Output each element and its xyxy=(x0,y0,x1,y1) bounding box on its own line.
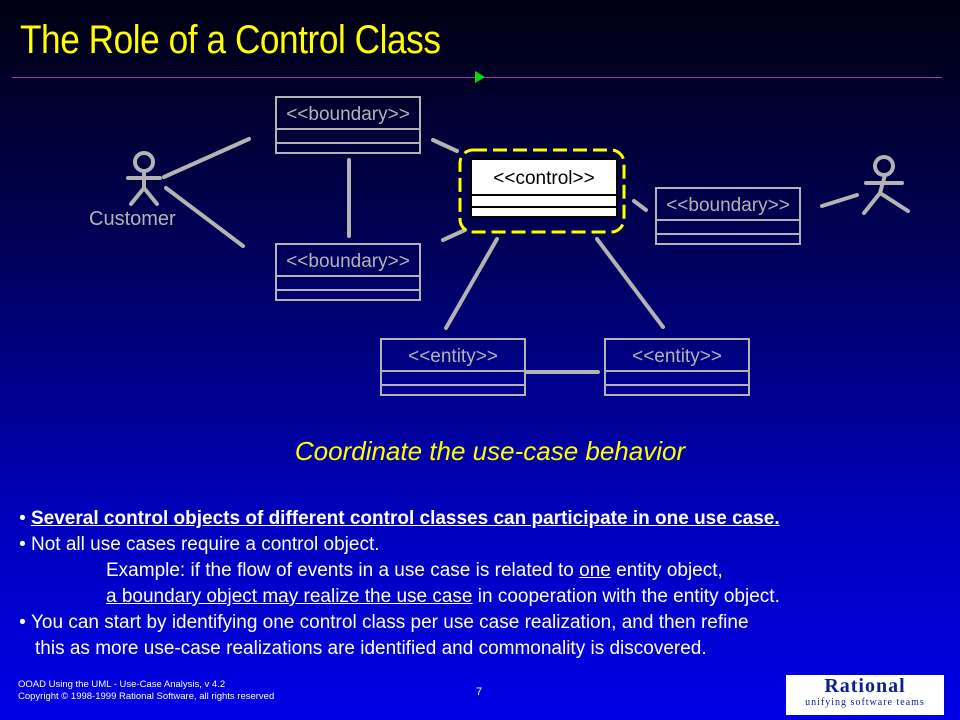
boundary-class-top-label: <<boundary>> xyxy=(286,104,410,125)
bullet-2-example-line1: Example: if the flow of events in a use … xyxy=(106,560,723,581)
bullet-1-text: Several control objects of different con… xyxy=(31,508,780,529)
boundary-class-bottom xyxy=(275,243,421,301)
bullet-3-continuation: this as more use-case realizations are i… xyxy=(14,636,960,662)
footer-course: OOAD Using the UML - Use-Case Analysis, … xyxy=(18,679,226,690)
customer-actor-label: Customer xyxy=(89,208,176,230)
rule-arrow-icon xyxy=(475,71,485,83)
slide-subtitle: Coordinate the use-case behavior xyxy=(294,436,686,466)
control-class: <<control>> xyxy=(470,158,618,218)
assoc-control-boundary-right xyxy=(632,199,648,212)
bullet-1: •Several control objects of different co… xyxy=(19,508,780,529)
bullet-2: •Not all use cases require a control obj… xyxy=(19,534,380,555)
boundary-class-top xyxy=(275,96,421,154)
assoc-customer-boundary-bottom xyxy=(164,186,245,248)
assoc-control-entity-right xyxy=(595,237,665,329)
external-actor-icon xyxy=(862,155,910,215)
boundary-class-right xyxy=(655,187,801,245)
customer-actor-icon xyxy=(126,151,162,206)
assoc-customer-boundary-top xyxy=(162,137,251,179)
control-class-label: <<control>> xyxy=(472,160,616,196)
logo-brand: Rational xyxy=(824,675,906,697)
assoc-control-entity-left xyxy=(444,237,499,330)
entity-class-right xyxy=(604,338,750,396)
bullet-3-text-line2: this as more use-case realizations are i… xyxy=(35,638,707,659)
boundary-class-bottom-label: <<boundary>> xyxy=(286,251,410,272)
bullet-3: •You can start by identifying one contro… xyxy=(19,612,749,633)
boundary-class-right-label: <<boundary>> xyxy=(666,195,790,216)
footer: OOAD Using the UML - Use-Case Analysis, … xyxy=(18,679,274,703)
assoc-boundary-actor-right xyxy=(820,193,859,208)
assoc-boundary-control-top xyxy=(431,138,459,153)
bullet-2-text: Not all use cases require a control obje… xyxy=(31,534,380,555)
footer-copyright: Copyright © 1998-1999 Rational Software,… xyxy=(18,691,275,702)
entity-class-left-label: <<entity>> xyxy=(408,346,498,367)
bullet-2-example-line2: a boundary object may realize the use ca… xyxy=(106,586,780,607)
rational-logo: Rational unifying software teams xyxy=(786,675,944,715)
control-highlight xyxy=(458,148,626,234)
entity-class-right-label: <<entity>> xyxy=(632,346,722,367)
bullet-3-text-line1: You can start by identifying one control… xyxy=(31,612,749,633)
page-number: 7 xyxy=(476,686,483,698)
assoc-boundary-control-bottom xyxy=(441,228,467,242)
slide-title: The Role of a Control Class xyxy=(20,18,441,62)
logo-tagline: unifying software teams xyxy=(805,697,925,708)
bullet-list: •Several control objects of different co… xyxy=(14,506,960,662)
entity-class-left xyxy=(380,338,526,396)
